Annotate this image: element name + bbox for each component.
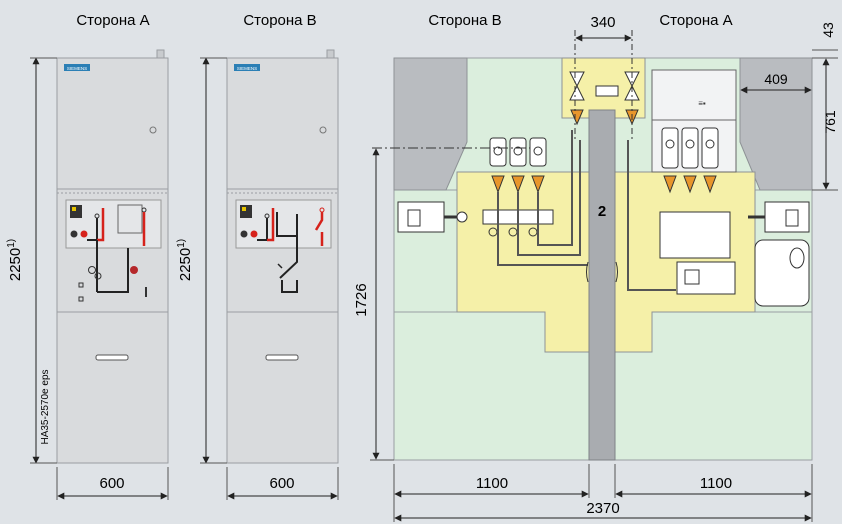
item-number: 2 bbox=[598, 203, 606, 220]
front-a-width-label: 600 bbox=[99, 475, 124, 492]
right-mechanism bbox=[748, 201, 810, 307]
front-b-height-label: 2250 bbox=[177, 248, 194, 281]
dim-total: 2370 bbox=[586, 500, 619, 517]
dim-top-center: 340 bbox=[590, 14, 615, 31]
left-mechanism bbox=[397, 201, 468, 233]
dim-right-height: 761 bbox=[822, 110, 838, 134]
door-handle-b bbox=[265, 354, 299, 361]
section-title-left: Сторона B bbox=[428, 12, 501, 29]
file-reference: HA35-2570e eps bbox=[40, 369, 51, 444]
front-a-title: Сторона A bbox=[76, 12, 149, 29]
left-insulators bbox=[482, 130, 588, 266]
svg-text:≡▪: ≡▪ bbox=[698, 99, 706, 108]
top-disconnectors bbox=[569, 71, 640, 126]
right-insulators bbox=[627, 127, 736, 295]
front-view-b: Сторона B SIEMENS 22501) 600 bbox=[176, 12, 339, 500]
front-b-title: Сторона B bbox=[243, 12, 316, 29]
dim-left-height: 1726 bbox=[353, 283, 370, 316]
section-view: Сторона B Сторона A ≡▪ 2 bbox=[353, 12, 838, 522]
section-title-right: Сторона A bbox=[659, 12, 732, 29]
dim-top-right: 43 bbox=[820, 22, 836, 38]
dim-right-width: 409 bbox=[764, 71, 788, 87]
brand-label: SIEMENS bbox=[67, 66, 87, 71]
brand-plate-b bbox=[234, 64, 260, 71]
svg-text:22501): 22501) bbox=[6, 239, 24, 281]
left-side-block bbox=[393, 57, 468, 191]
dim-bottom-left: 1100 bbox=[476, 475, 508, 492]
door-handle-a bbox=[95, 354, 129, 361]
front-a-height-label: 2250 bbox=[7, 248, 24, 281]
brand-label-b: SIEMENS bbox=[237, 66, 257, 71]
brand-plate bbox=[64, 64, 90, 71]
svg-text:22501): 22501) bbox=[176, 239, 194, 281]
front-view-a: Сторона A SIEMENS bbox=[6, 12, 169, 500]
front-a-height-note: 1) bbox=[6, 239, 17, 248]
front-b-height-note: 1) bbox=[176, 239, 187, 248]
front-b-width-label: 600 bbox=[269, 475, 294, 492]
central-wall bbox=[588, 109, 616, 461]
dim-bottom-right: 1100 bbox=[700, 475, 732, 492]
